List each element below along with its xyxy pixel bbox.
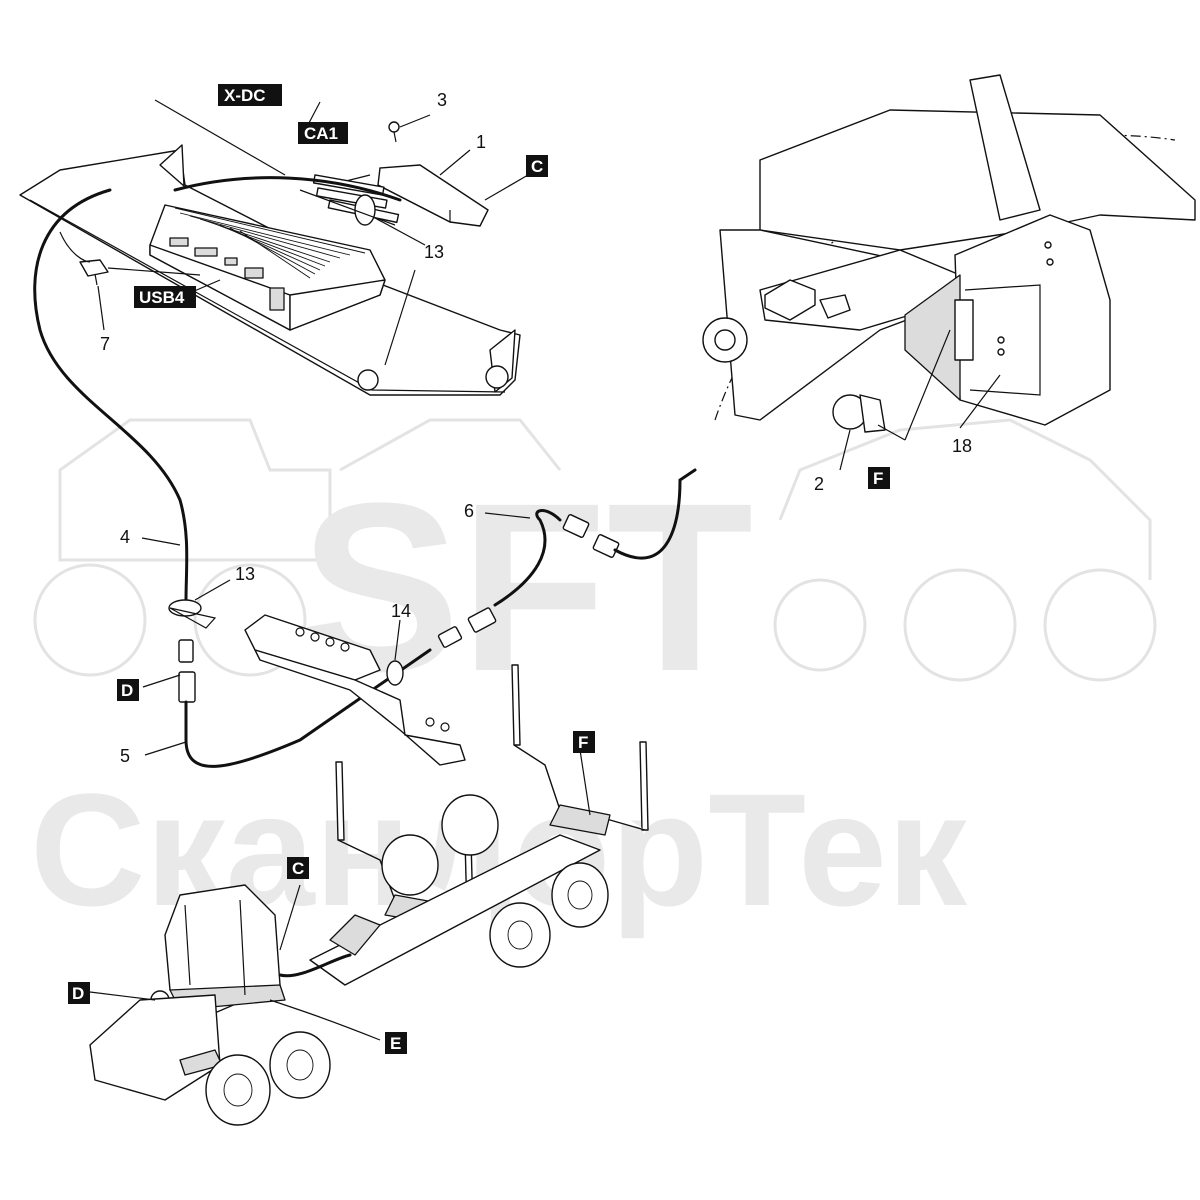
tag-x-dc: X-DC (218, 84, 282, 106)
detail-view-sensor (702, 74, 1196, 441)
port-db9 (269, 287, 285, 311)
svg-text:C: C (531, 157, 543, 176)
tag-c-top: C (526, 155, 548, 177)
svg-text:CA1: CA1 (304, 124, 338, 143)
hub (702, 317, 748, 363)
mid-assembly (168, 468, 697, 768)
heatsink-fins (174, 207, 366, 279)
sensor-plate (954, 299, 974, 361)
cable-tie-13-top (354, 194, 376, 226)
screw-3 (388, 121, 400, 143)
tag-e-bottom: E (385, 1032, 407, 1054)
svg-text:D: D (72, 984, 84, 1003)
x-dc-cable-lower (299, 189, 396, 226)
detail-frame (719, 74, 1196, 421)
computer-mount-assembly (19, 99, 521, 396)
tag-d-mid: D (117, 679, 139, 701)
cable-6 (493, 509, 562, 607)
watermark-logo: SFT (300, 453, 753, 721)
callout-numbers: 1 3 13 7 4 13 14 5 6 2 18 (100, 90, 972, 766)
nut-bolt (764, 279, 851, 321)
computer-unit (149, 204, 386, 331)
mount-knob-left (357, 369, 379, 391)
callout-13-top: 13 (424, 242, 444, 262)
tag-usb4: USB4 (134, 286, 196, 308)
front-wheels (205, 1031, 331, 1126)
leader-lines (89, 101, 851, 1001)
port-usb (224, 257, 238, 266)
watermark-tractor-left (33, 418, 562, 677)
connector-d-lower (178, 671, 196, 703)
svg-text:E: E (390, 1034, 401, 1053)
grommet-14 (386, 660, 404, 686)
sensor-housing (904, 214, 1111, 426)
mount-knob-right (485, 365, 509, 389)
leader-e (269, 999, 381, 1041)
connector-d-upper (178, 639, 194, 663)
cable-route-bottom (278, 953, 352, 978)
tag-ca1: CA1 (298, 122, 348, 144)
x-dc-cable (154, 99, 286, 176)
callout-6: 6 (464, 501, 474, 521)
tag-d-bottom: D (68, 982, 90, 1004)
watermark: SFT СкандорТек (30, 418, 1157, 939)
callout-3: 3 (437, 90, 447, 110)
svg-text:F: F (873, 469, 883, 488)
leader-sensor (904, 329, 951, 441)
usb-connector-7 (79, 259, 109, 286)
bracket (244, 614, 466, 766)
port-serial (194, 247, 218, 257)
callout-2: 2 (814, 474, 824, 494)
rear-wheels (381, 794, 609, 968)
usb-cable (107, 267, 201, 276)
watermark-tractor-right (773, 418, 1157, 682)
port-vga (169, 237, 189, 247)
cable-6-end (613, 468, 697, 560)
callout-5: 5 (120, 746, 130, 766)
tag-f-right: F (868, 467, 890, 489)
callout-4: 4 (120, 527, 130, 547)
tag-c-bottom: C (287, 857, 309, 879)
sensor-2 (832, 394, 906, 441)
callout-14: 14 (391, 601, 411, 621)
tags: X-DC CA1 USB4 C F D F C (68, 84, 890, 1054)
inline-connectors (437, 607, 497, 648)
svg-text:D: D (121, 681, 133, 700)
cable-4 (33, 188, 189, 602)
port-ethernet (244, 267, 264, 279)
svg-text:C: C (292, 859, 304, 878)
cable-5 (184, 648, 432, 768)
callout-18: 18 (952, 436, 972, 456)
front-hood (89, 994, 223, 1101)
tag-f-mid: F (573, 731, 595, 753)
callout-7: 7 (100, 334, 110, 354)
svg-text:X-DC: X-DC (224, 86, 266, 105)
frame-rail (309, 834, 601, 986)
connector-6-a (562, 514, 590, 538)
leader-18 (959, 374, 1001, 429)
svg-text:F: F (578, 733, 588, 752)
callout-1: 1 (476, 132, 486, 152)
callout-13-mid: 13 (235, 564, 255, 584)
x-dc-cable-run (173, 176, 402, 202)
svg-text:USB4: USB4 (139, 288, 185, 307)
forwarder-machine (89, 664, 649, 1126)
